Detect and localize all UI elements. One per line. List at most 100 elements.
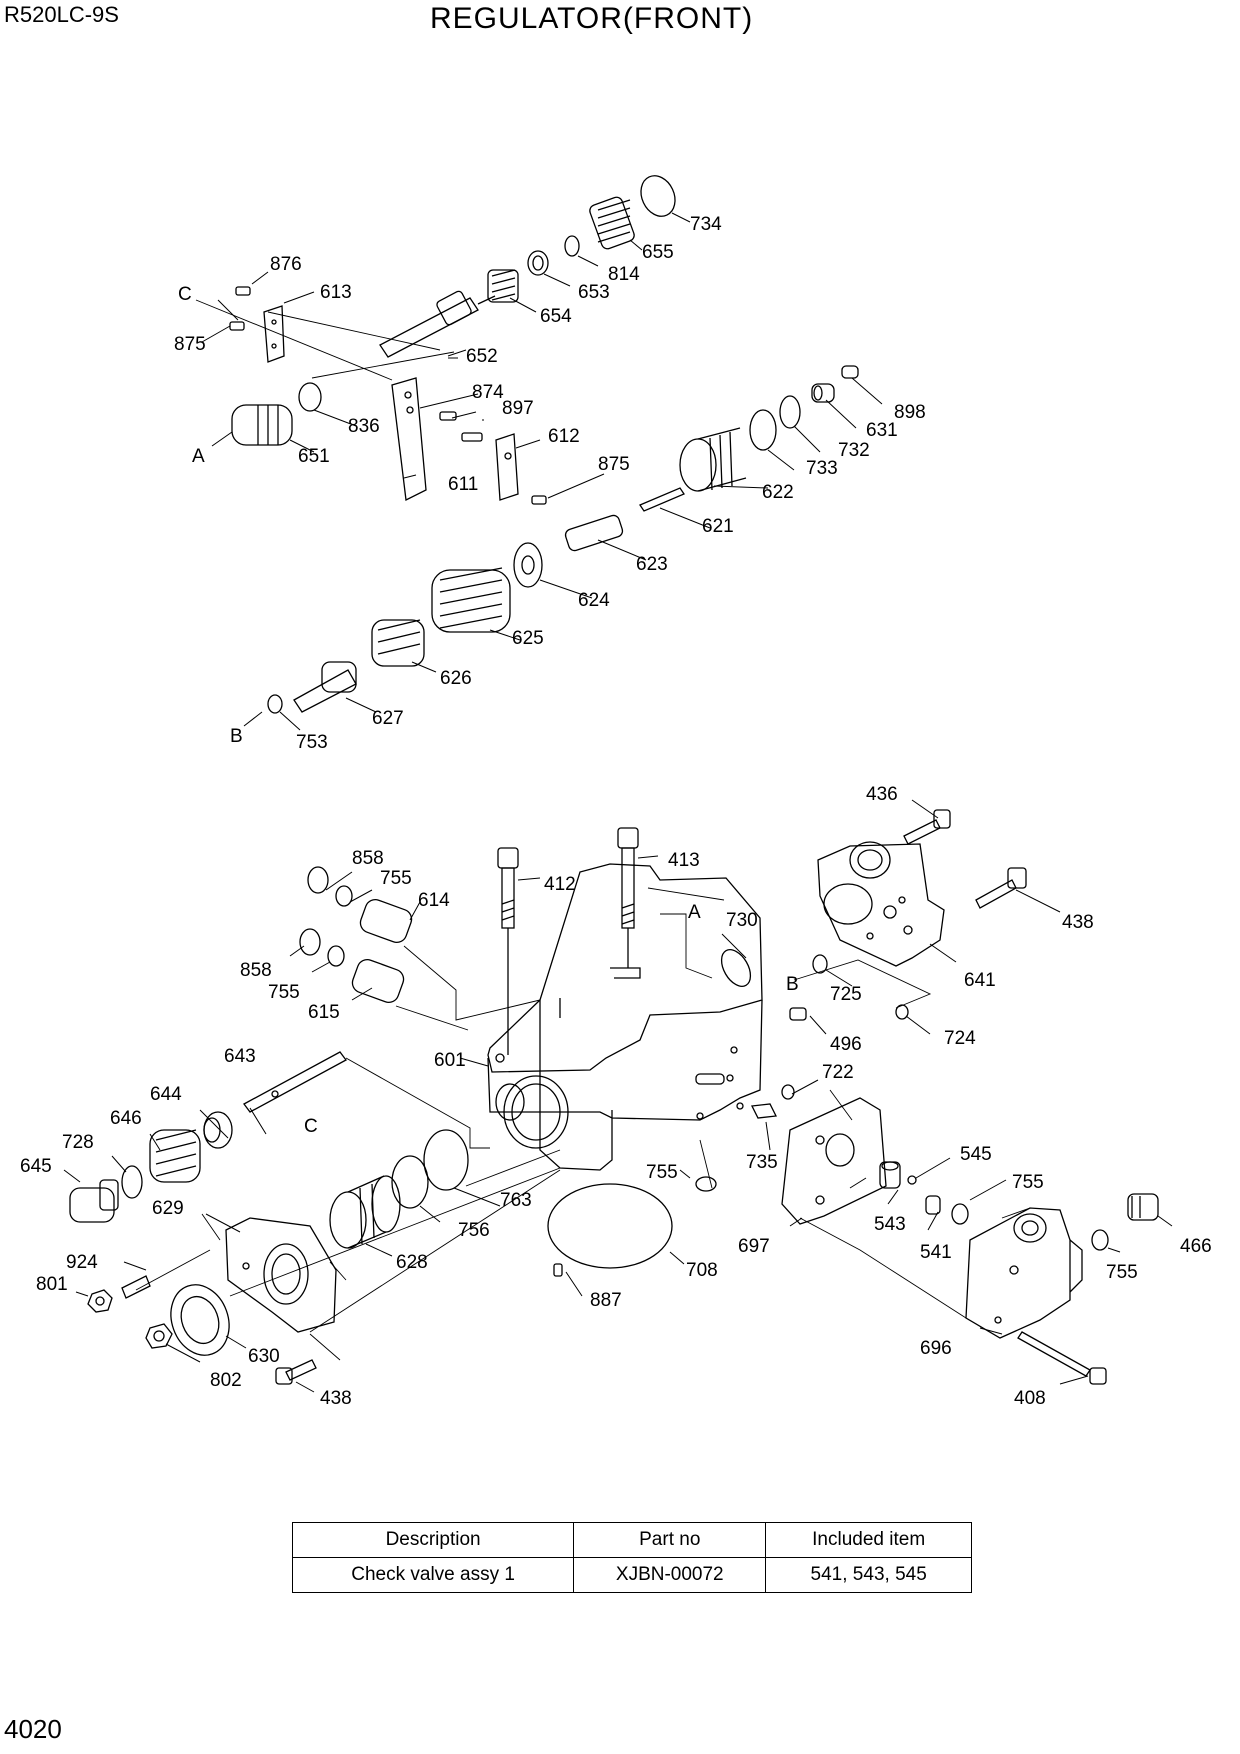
o-ring-724 (895, 1004, 909, 1020)
spool-652 (379, 290, 496, 358)
callout-724: 724 (944, 1028, 976, 1049)
callout-623: 623 (636, 554, 668, 575)
callout-413: 413 (668, 850, 700, 871)
callout-631: 631 (866, 420, 898, 441)
callout-644: 644 (150, 1084, 182, 1105)
o-ring-755-far (1091, 1229, 1109, 1251)
spring-625 (431, 567, 511, 633)
callout-814: 814 (608, 264, 640, 285)
piston-621 (639, 487, 685, 512)
parts-table-header-row: Description Part no Included item (291, 1522, 972, 1558)
callout-755-top: 755 (380, 868, 412, 889)
callout-625: 625 (512, 628, 544, 649)
nut-630 (170, 1284, 230, 1356)
callout-496: 496 (830, 1034, 862, 1055)
lower-reference-lines (135, 887, 1031, 1361)
spring-626 (371, 619, 425, 667)
plate-613 (263, 305, 285, 363)
callout-722: 722 (822, 1062, 854, 1083)
nut-801 (87, 1289, 113, 1313)
callout-641: 641 (964, 970, 996, 991)
table-row: Check valve assy 1 XJBN-00072 541, 543, … (291, 1557, 972, 1593)
callout-654: 654 (540, 306, 572, 327)
o-ring-753 (267, 694, 283, 714)
callout-655: 655 (642, 242, 674, 263)
cover-641 (817, 841, 945, 967)
o-ring-732 (779, 395, 801, 429)
callout-755-low: 755 (646, 1162, 678, 1183)
stopper-631 (811, 383, 835, 403)
callout-858-top: 858 (352, 848, 384, 869)
upper-reference-lines (195, 299, 455, 381)
spring-655 (589, 196, 635, 250)
seat-624 (513, 542, 543, 588)
o-ring-763 (423, 1129, 469, 1191)
ring-858-top (307, 866, 329, 894)
callout-436: 436 (866, 784, 898, 805)
callout-645: 645 (20, 1156, 52, 1177)
lower-assembly (63, 799, 1173, 1393)
callout-735: 735 (746, 1152, 778, 1173)
callout-630: 630 (248, 1346, 280, 1367)
pin-874 (439, 411, 457, 421)
o-ring-755-top (335, 885, 353, 907)
pin-897 (461, 432, 483, 442)
callout-613: 613 (320, 282, 352, 303)
callout-696: 696 (920, 1338, 952, 1359)
housing-696 (965, 1207, 1083, 1339)
plate-612 (495, 433, 519, 501)
callout-801: 801 (36, 1274, 68, 1295)
pin-876 (235, 286, 251, 296)
callout-730: 730 (726, 910, 758, 931)
callout-541: 541 (920, 1242, 952, 1263)
o-ring-756 (391, 1155, 429, 1209)
pin-898 (841, 365, 859, 379)
callout-836: 836 (348, 416, 380, 437)
ref-letter-c-top: C (178, 284, 192, 305)
callout-629: 629 (152, 1198, 184, 1219)
callout-438-right: 438 (1062, 912, 1094, 933)
o-ring-708 (547, 1183, 673, 1269)
pin-875-top (229, 321, 245, 331)
casing-601 (487, 863, 763, 1171)
callout-756: 756 (458, 1220, 490, 1241)
callout-753: 753 (296, 732, 328, 753)
callout-466: 466 (1180, 1236, 1212, 1257)
callout-611: 611 (448, 474, 478, 495)
callout-763: 763 (500, 1190, 532, 1211)
cell-included-item: 541, 543, 545 (765, 1557, 972, 1593)
plug-614 (359, 898, 413, 944)
o-ring-733 (749, 409, 777, 451)
header-included-item: Included item (765, 1522, 972, 1558)
sleeve-651 (231, 404, 293, 446)
callout-924: 924 (66, 1252, 98, 1273)
o-ring-728 (121, 1165, 143, 1199)
spring-654 (487, 269, 519, 303)
plug-466 (1127, 1193, 1159, 1221)
callout-438-bottom: 438 (320, 1388, 352, 1409)
callout-408: 408 (1014, 1388, 1046, 1409)
ref-letter-a-body: A (688, 902, 701, 923)
callout-615: 615 (308, 1002, 340, 1023)
set-screw-924 (121, 1275, 151, 1299)
callout-627: 627 (372, 708, 404, 729)
callout-728: 728 (62, 1132, 94, 1153)
cover-697 (781, 1097, 887, 1225)
cover-629 (225, 1217, 337, 1333)
pin-643 (243, 1051, 347, 1113)
cap-628 (329, 1175, 401, 1249)
callout-876: 876 (270, 254, 302, 275)
o-ring-755-mid (327, 945, 345, 967)
header-description: Description (291, 1522, 575, 1558)
o-ring-734 (640, 175, 676, 217)
seat-644 (203, 1111, 233, 1149)
seat-653 (527, 250, 549, 276)
callout-614: 614 (418, 890, 450, 911)
pin-623 (564, 514, 624, 552)
ref-letter-b-body: B (786, 974, 799, 995)
sleeve-622 (679, 427, 747, 492)
lever-611 (391, 377, 427, 501)
callout-733: 733 (806, 458, 838, 479)
callout-858-mid: 858 (240, 960, 272, 981)
model-number: R520LC-9S (4, 2, 119, 27)
